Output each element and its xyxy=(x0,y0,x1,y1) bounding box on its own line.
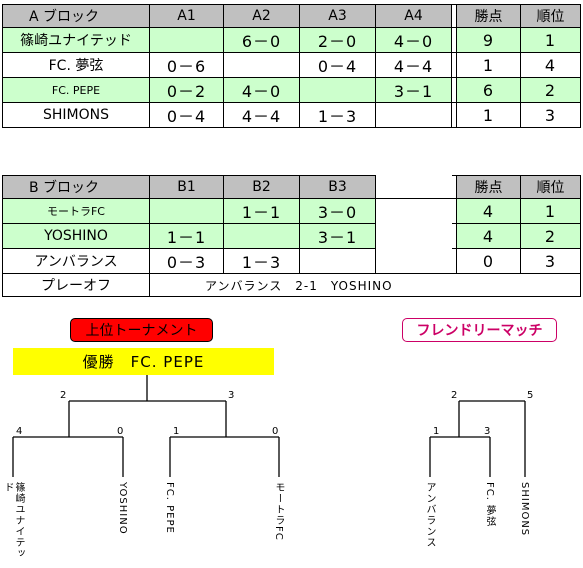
winner-banner: 優勝 FC. PEPE xyxy=(13,348,274,375)
block-b-rank-header: 順位 xyxy=(520,175,581,199)
score-cell: 1－1 xyxy=(149,223,224,249)
points-cell: 4 xyxy=(456,198,521,224)
upper-semi2-right-score: 0 xyxy=(272,426,279,437)
playoff-label: プレーオフ xyxy=(2,273,150,297)
team-label-anbalance: アンバランス xyxy=(424,482,435,548)
block-a-title: A ブロック xyxy=(2,4,150,28)
upper-semi1-left-score: 4 xyxy=(16,426,23,437)
block-b-col-b1: B1 xyxy=(149,175,224,199)
upper-semi1-right-score: 0 xyxy=(117,426,124,437)
block-b-table: B ブロック B1 B2 B3 勝点 順位 モートラFC 1－1 3－0 4 1… xyxy=(2,175,581,297)
team-name: SHIMONS xyxy=(2,102,150,128)
points-cell: 1 xyxy=(456,102,521,128)
table-row: YOSHINO 1－1 3－1 4 2 xyxy=(2,223,581,249)
team-label-fc-pepe: FC. PEPE xyxy=(164,482,175,534)
upper-final-left-score: 2 xyxy=(60,390,67,401)
block-a-col-a4: A4 xyxy=(375,4,452,28)
score-cell: 2－0 xyxy=(299,27,376,53)
empty-cell xyxy=(375,223,452,249)
self-match-cell xyxy=(299,77,376,103)
table-row: アンバランス 0－3 1－3 0 3 xyxy=(2,248,581,274)
score-cell: 0－4 xyxy=(299,52,376,78)
points-cell: 0 xyxy=(456,248,521,274)
upper-tournament-title: 上位トーナメント xyxy=(70,318,213,342)
block-b-points-header: 勝点 xyxy=(456,175,521,199)
points-cell: 1 xyxy=(456,52,521,78)
block-b-col-b2: B2 xyxy=(223,175,300,199)
team-label-motora-fc: モートラFC xyxy=(273,482,284,541)
rank-cell: 1 xyxy=(520,27,581,53)
team-label-fc-mugen: FC. 夢弦 xyxy=(484,482,495,528)
block-b-col-b3: B3 xyxy=(299,175,376,199)
score-cell: 4－0 xyxy=(223,77,300,103)
points-cell: 4 xyxy=(456,223,521,249)
friendly-final-left-score: 2 xyxy=(451,390,458,401)
block-b-header-row: B ブロック B1 B2 B3 勝点 順位 xyxy=(2,175,581,199)
friendly-semi-right-score: 3 xyxy=(484,426,491,437)
block-b-empty xyxy=(375,175,452,199)
upper-final-right-score: 3 xyxy=(228,390,235,401)
table-row: 篠崎ユナイテッド 6－0 2－0 4－0 9 1 xyxy=(2,27,581,53)
block-b-title: B ブロック xyxy=(2,175,150,199)
friendly-semi-left-score: 1 xyxy=(433,426,440,437)
score-cell: 6－0 xyxy=(223,27,300,53)
playoff-result: アンバランス 2-1 YOSHINO xyxy=(149,273,581,297)
team-name: 篠崎ユナイテッド xyxy=(2,27,150,53)
rank-cell: 3 xyxy=(520,102,581,128)
score-cell: 3－0 xyxy=(299,198,376,224)
rank-cell: 4 xyxy=(520,52,581,78)
self-match-cell xyxy=(149,27,224,53)
points-cell: 6 xyxy=(456,77,521,103)
table-row: FC. PEPE 0－2 4－0 3－1 6 2 xyxy=(2,77,581,103)
team-label-shimons: SHIMONS xyxy=(519,482,530,537)
team-label-shinozaki: 篠崎ユナイテッド xyxy=(2,482,24,559)
score-cell: 0－4 xyxy=(149,102,224,128)
upper-semi2-left-score: 1 xyxy=(173,426,180,437)
table-row: FC. 夢弦 0－6 0－4 4－4 1 4 xyxy=(2,52,581,78)
self-match-cell xyxy=(149,198,224,224)
playoff-row: プレーオフ アンバランス 2-1 YOSHINO xyxy=(2,273,581,297)
block-a-table: A ブロック A1 A2 A3 A4 勝点 順位 篠崎ユナイテッド 6－0 2－… xyxy=(2,4,581,128)
friendly-final-right-score: 5 xyxy=(527,390,534,401)
empty-cell xyxy=(375,248,452,274)
block-a-points-header: 勝点 xyxy=(456,4,521,28)
self-match-cell xyxy=(299,248,376,274)
score-cell: 1－3 xyxy=(299,102,376,128)
table-row: モートラFC 1－1 3－0 4 1 xyxy=(2,198,581,224)
score-cell: 4－0 xyxy=(375,27,452,53)
team-name: FC. PEPE xyxy=(2,77,150,103)
empty-cell xyxy=(375,198,452,224)
team-name: FC. 夢弦 xyxy=(2,52,150,78)
score-cell: 3－1 xyxy=(299,223,376,249)
self-match-cell xyxy=(375,102,452,128)
table-row: SHIMONS 0－4 4－4 1－3 1 3 xyxy=(2,102,581,128)
block-a-col-a3: A3 xyxy=(299,4,376,28)
team-label-yoshino: YOSHINO xyxy=(117,482,128,535)
rank-cell: 2 xyxy=(520,77,581,103)
team-name: YOSHINO xyxy=(2,223,150,249)
points-cell: 9 xyxy=(456,27,521,53)
rank-cell: 1 xyxy=(520,198,581,224)
block-a-header-row: A ブロック A1 A2 A3 A4 勝点 順位 xyxy=(2,4,581,28)
self-match-cell xyxy=(223,223,300,249)
score-cell: 4－4 xyxy=(223,102,300,128)
friendly-match-title: フレンドリーマッチ xyxy=(402,318,557,342)
score-cell: 1－3 xyxy=(223,248,300,274)
